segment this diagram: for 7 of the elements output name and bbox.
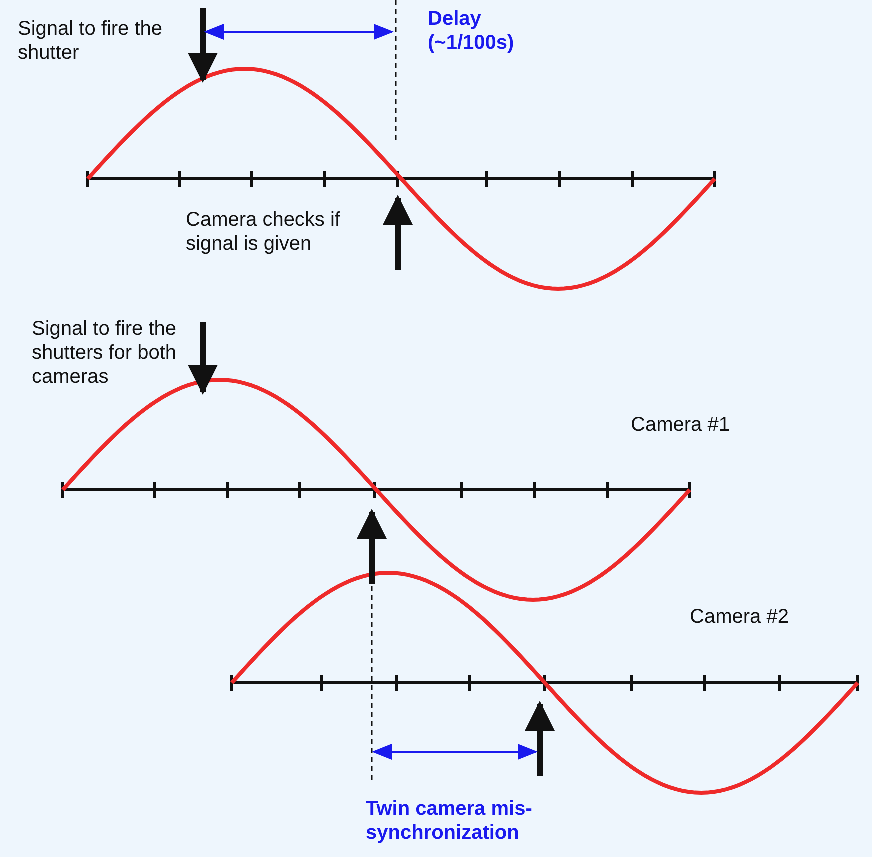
- annotation-text: Signal to fire the shutter: [18, 17, 164, 65]
- annotation-text: Signal to fire the shutters for both cameras: [32, 317, 178, 389]
- annotation-text: Camera #1: [631, 413, 731, 437]
- dimension-label: Twin camera mis-synchronization: [366, 797, 534, 845]
- dimension-label: Delay (~1/100s): [428, 7, 516, 55]
- annotation-text: Camera #2: [690, 605, 790, 629]
- annotation-text: Camera checks if signal is given: [186, 208, 342, 256]
